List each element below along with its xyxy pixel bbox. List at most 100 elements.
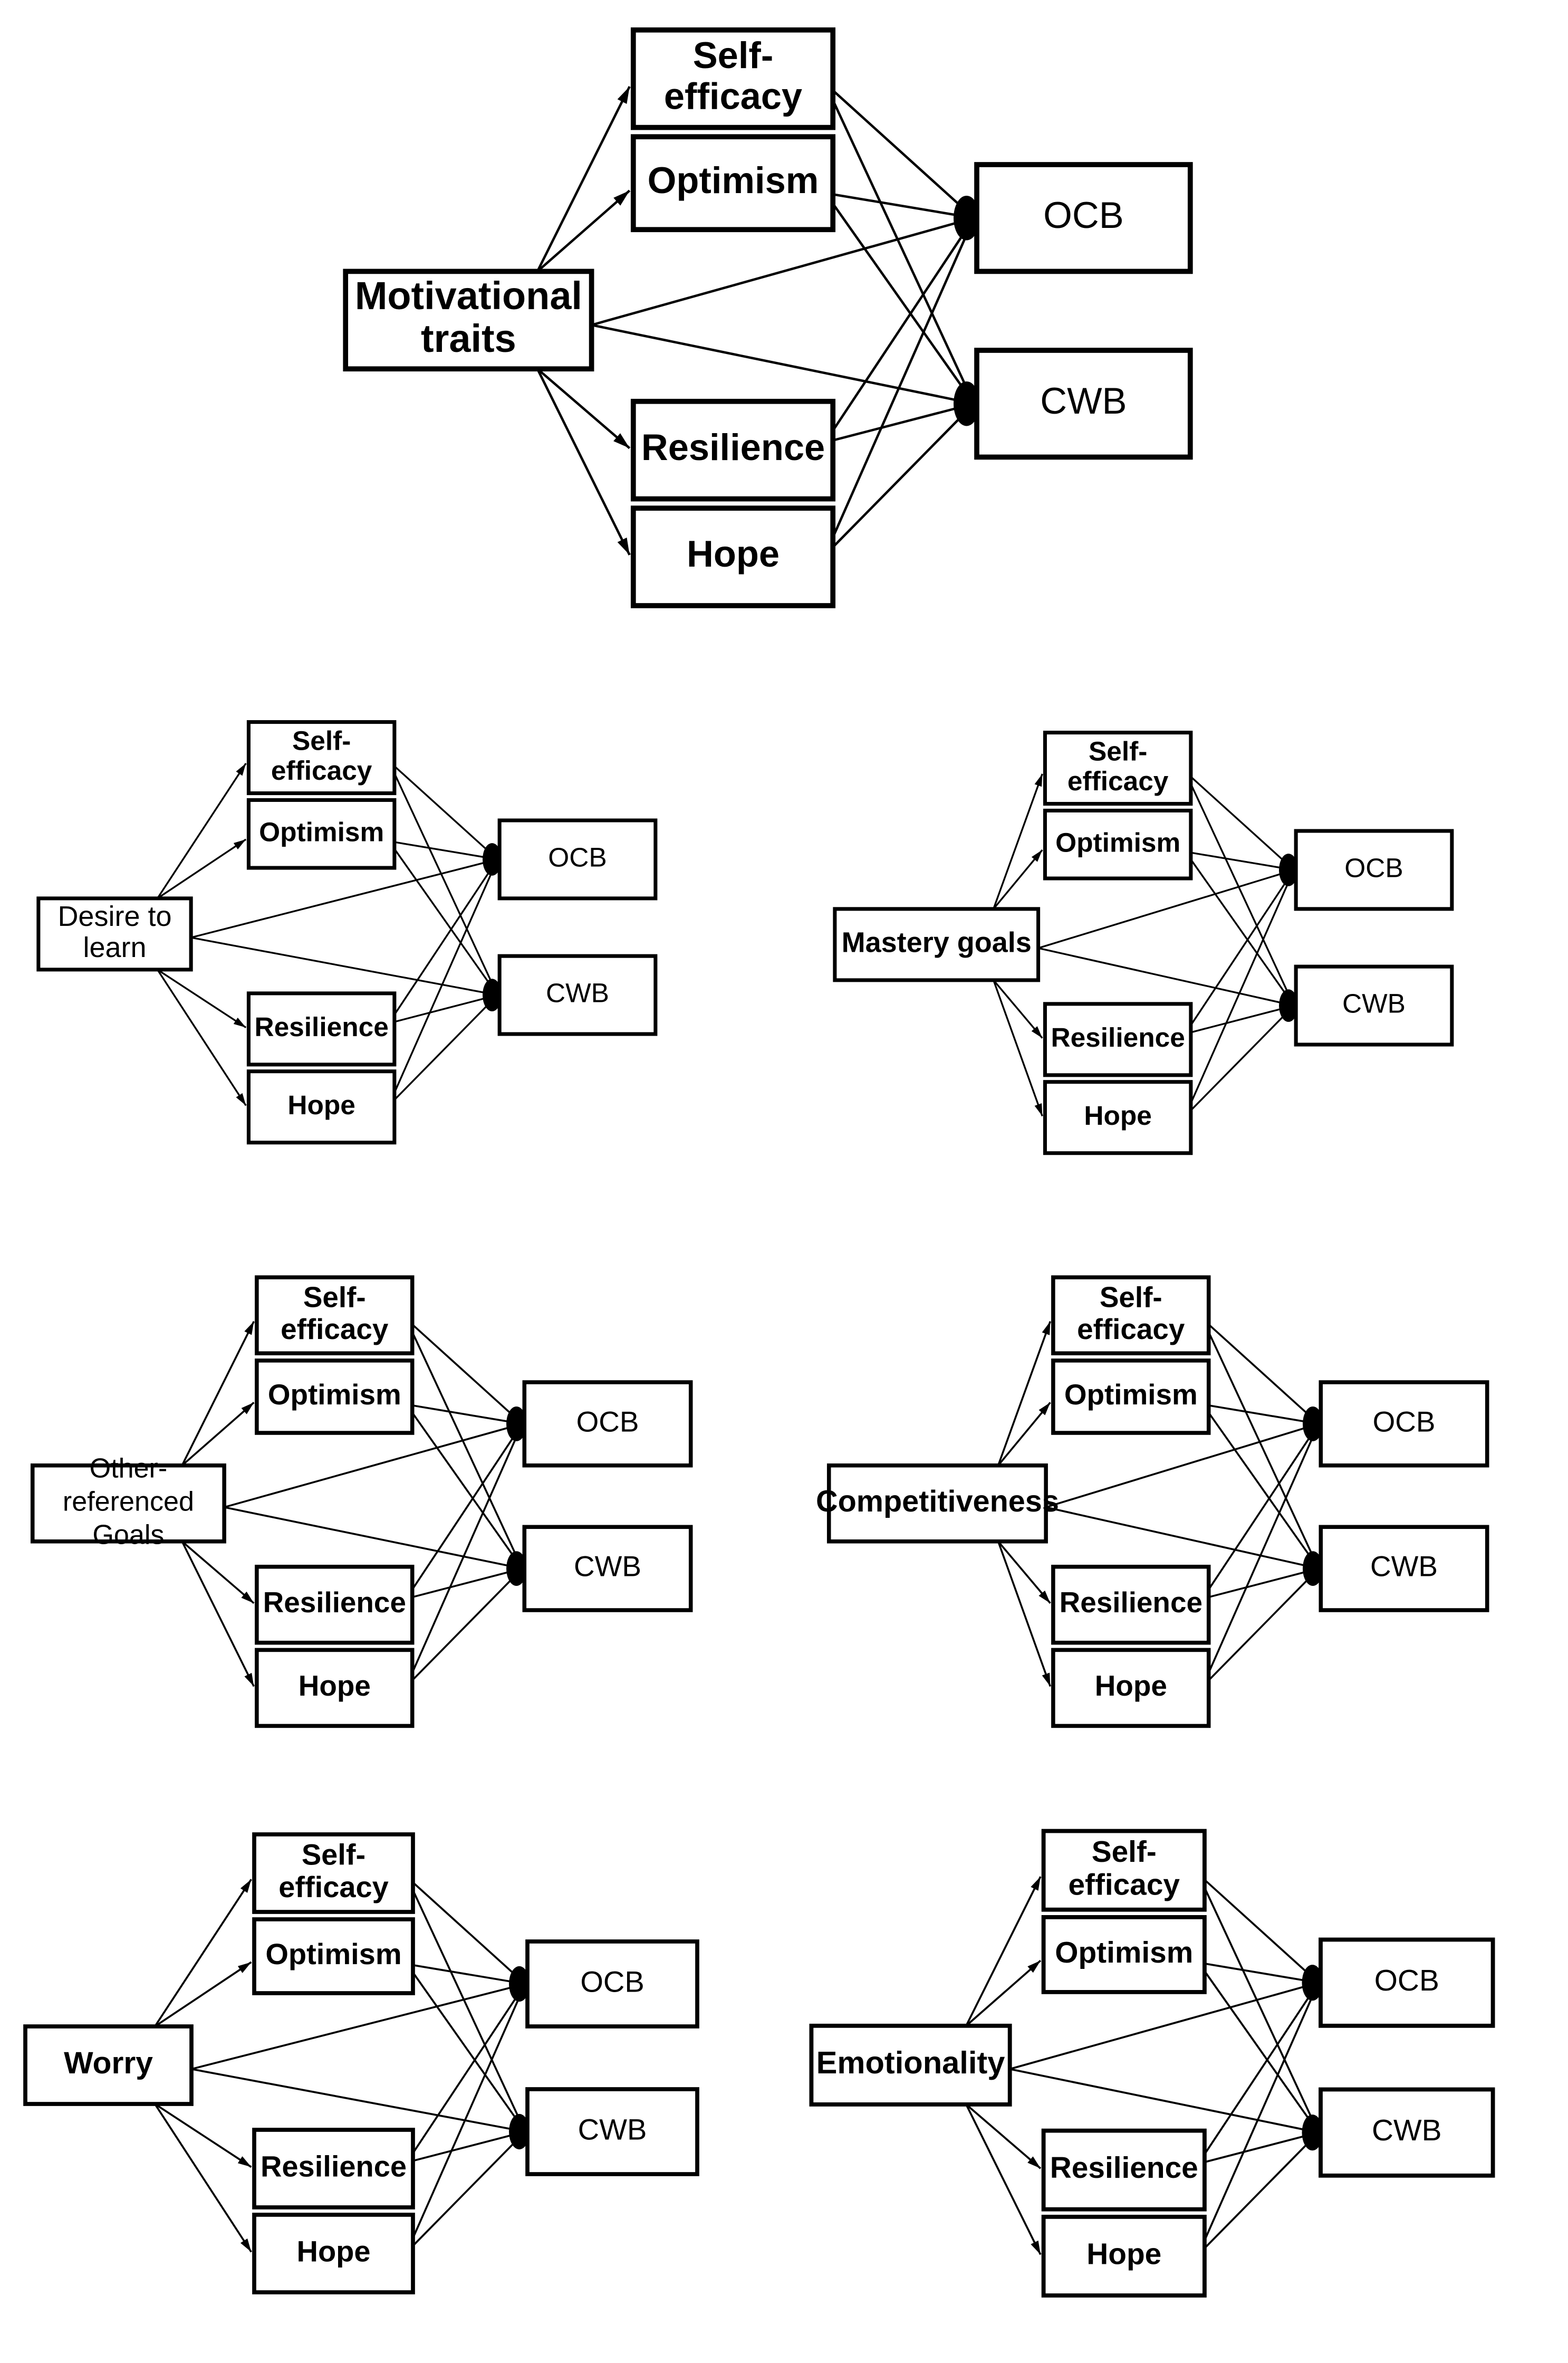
mediator-box-self_efficacy-label: efficacy xyxy=(1077,1313,1185,1345)
edge-mediator-0-to-outcome-0 xyxy=(411,1324,523,1425)
edge-predictor-to-mediator-1 xyxy=(181,1402,255,1467)
edge-predictor-to-mediator-3-arrowhead-icon xyxy=(244,1672,254,1687)
edge-predictor-to-mediator-0 xyxy=(536,85,631,272)
predictor-box-motivational-traits-label: Motivational xyxy=(355,274,582,318)
edge-mediator-1-to-outcome-1 xyxy=(1190,859,1295,1007)
mediator-box-resilience-label: Resilience xyxy=(1050,2151,1198,2185)
outcome-box-cwb-label: CWB xyxy=(574,1550,641,1583)
mediator-box-self_efficacy-label: efficacy xyxy=(1067,766,1169,796)
edge-mediator-1-to-outcome-0 xyxy=(394,841,498,860)
mediator-box-self_efficacy-label: Self- xyxy=(1100,1280,1162,1313)
mediator-box-self_efficacy: Self-efficacy xyxy=(1043,731,1193,806)
mediator-box-self_efficacy: Self-efficacy xyxy=(255,1275,415,1355)
mediator-box-hope-rect xyxy=(246,1069,397,1145)
edge-mediator-3-to-outcome-0 xyxy=(411,1423,523,1673)
edge-mediator-0-to-outcome-1 xyxy=(1208,1332,1320,1569)
edge-predictor-to-mediator-1-arrowhead-icon xyxy=(241,1402,254,1414)
mediator-box-resilience-rect xyxy=(252,2128,415,2209)
edge-mediator-1-to-outcome-0 xyxy=(1190,852,1294,871)
edge-mediator-2-to-outcome-0 xyxy=(411,1423,523,1590)
outcome-box-ocb-label: OCB xyxy=(576,1405,639,1438)
outcome-box-ocb: OCB xyxy=(497,818,658,901)
edge-mediator-2-to-outcome-0 xyxy=(393,859,498,1016)
mediator-box-optimism-label: Optimism xyxy=(648,159,819,201)
mediator-box-self_efficacy-label: Self- xyxy=(302,1838,365,1871)
outcome-box-cwb-label: CWB xyxy=(1342,988,1406,1019)
outcome-box-ocb-label: OCB xyxy=(1344,853,1403,883)
edge-predictor-to-outcome-0 xyxy=(1045,1423,1319,1508)
outcome-1-converging-arrowheads-icon xyxy=(1303,1551,1323,1586)
mediator-box-self_efficacy-label: efficacy xyxy=(664,75,802,117)
edge-predictor-to-outcome-1 xyxy=(224,1506,523,1570)
predictor-box-emotionality: Emotionality xyxy=(809,2023,1012,2107)
outcome-0-converging-arrowheads-icon xyxy=(483,843,502,876)
mediator-box-hope-label: Hope xyxy=(299,1669,371,1702)
edge-predictor-to-outcome-0 xyxy=(224,1423,523,1508)
outcome-box-ocb-rect xyxy=(497,818,658,901)
edge-mediator-3-to-outcome-1 xyxy=(393,994,498,1101)
outcome-1-converging-arrowheads-icon xyxy=(506,1551,527,1586)
outcome-box-ocb: OCB xyxy=(525,1939,699,2029)
edge-mediator-2-to-outcome-0 xyxy=(1208,1423,1320,1590)
edge-predictor-to-mediator-1 xyxy=(997,1402,1051,1466)
edge-mediator-3-to-outcome-1 xyxy=(832,403,975,548)
mediator-box-optimism-rect xyxy=(1051,1359,1211,1435)
predictor-box-mastery-goals-label: Mastery goals xyxy=(842,927,1032,959)
outcome-box-ocb: OCB xyxy=(974,162,1193,274)
edge-mediator-1-to-outcome-1 xyxy=(1204,1970,1320,2134)
outcome-box-cwb-label: CWB xyxy=(1372,2114,1442,2147)
mediator-box-self_efficacy-rect xyxy=(246,720,397,796)
outcome-box-ocb-rect xyxy=(525,1939,699,2029)
outcome-box-ocb-rect xyxy=(1294,829,1454,911)
edge-predictor-to-mediator-0 xyxy=(993,773,1043,910)
mediator-box-optimism-label: Optimism xyxy=(1055,827,1180,857)
mediator-box-hope: Hope xyxy=(1041,2214,1207,2298)
mediator-box-hope-label: Hope xyxy=(287,1089,355,1120)
outcome-box-cwb-label: CWB xyxy=(1040,380,1127,422)
mediator-box-resilience-rect xyxy=(1041,2128,1207,2212)
edge-predictor-to-mediator-2-arrowhead-icon xyxy=(241,1591,254,1603)
mediator-box-hope: Hope xyxy=(1051,1648,1211,1728)
mediator-box-resilience-rect xyxy=(1043,1002,1193,1077)
outcome-box-cwb-rect xyxy=(1294,964,1454,1047)
outcome-box-cwb: CWB xyxy=(974,348,1193,460)
outcome-1-converging-arrowheads-icon xyxy=(1279,989,1298,1022)
mediator-box-self_efficacy-label: Self- xyxy=(292,725,351,755)
predictor-box-desire-to-learn-rect xyxy=(36,896,193,972)
predictor-box-desire-to-learn-label: learn xyxy=(83,932,146,963)
edge-predictor-to-mediator-0-arrowhead-icon xyxy=(1031,1877,1041,1891)
edge-mediator-3-to-outcome-1 xyxy=(1190,1004,1295,1111)
predictor-box-mastery-goals-rect xyxy=(833,907,1041,982)
mediator-box-self_efficacy-rect xyxy=(630,27,836,130)
mediator-box-hope-rect xyxy=(1043,1080,1193,1155)
outcome-box-ocb-label: OCB xyxy=(1373,1405,1436,1438)
mediator-box-hope-rect xyxy=(1041,2214,1207,2298)
outcome-box-cwb-label: CWB xyxy=(1370,1550,1438,1583)
edge-mediator-3-to-outcome-0 xyxy=(1204,1982,1320,2241)
outcome-box-ocb-label: OCB xyxy=(548,842,607,873)
mediator-box-optimism-rect xyxy=(252,1917,415,1995)
outcome-box-cwb: CWB xyxy=(525,2087,699,2176)
mediator-box-optimism-label: Optimism xyxy=(265,1937,401,1970)
mediator-box-self_efficacy-label: efficacy xyxy=(278,1870,389,1903)
mediator-box-resilience-label: Resilience xyxy=(1051,1022,1185,1053)
edge-mediator-2-to-outcome-1 xyxy=(412,2130,526,2162)
mediator-box-optimism-rect xyxy=(630,134,836,233)
mediator-box-resilience: Resilience xyxy=(246,991,397,1067)
predictor-box-other-referenced-goals-label: referenced xyxy=(63,1486,194,1517)
outcome-1-converging-arrowheads-icon xyxy=(483,979,502,1011)
mediator-box-hope-rect xyxy=(630,505,836,608)
edge-predictor-to-mediator-2-arrowhead-icon xyxy=(613,433,630,448)
outcome-box-ocb-label: OCB xyxy=(580,1965,644,1998)
outcome-0-converging-arrowheads-icon xyxy=(509,1966,530,2002)
edge-mediator-0-to-outcome-0 xyxy=(393,766,498,860)
edge-predictor-to-mediator-3-arrowhead-icon xyxy=(1034,1103,1043,1116)
mediator-box-self_efficacy-label: Self- xyxy=(1092,1835,1157,1869)
edge-mediator-0-to-outcome-1 xyxy=(832,99,975,405)
predictor-box-other-referenced-goals-label: Other- xyxy=(90,1453,168,1484)
edge-predictor-to-outcome-0 xyxy=(591,216,975,327)
outcome-box-cwb: CWB xyxy=(1319,1525,1489,1612)
